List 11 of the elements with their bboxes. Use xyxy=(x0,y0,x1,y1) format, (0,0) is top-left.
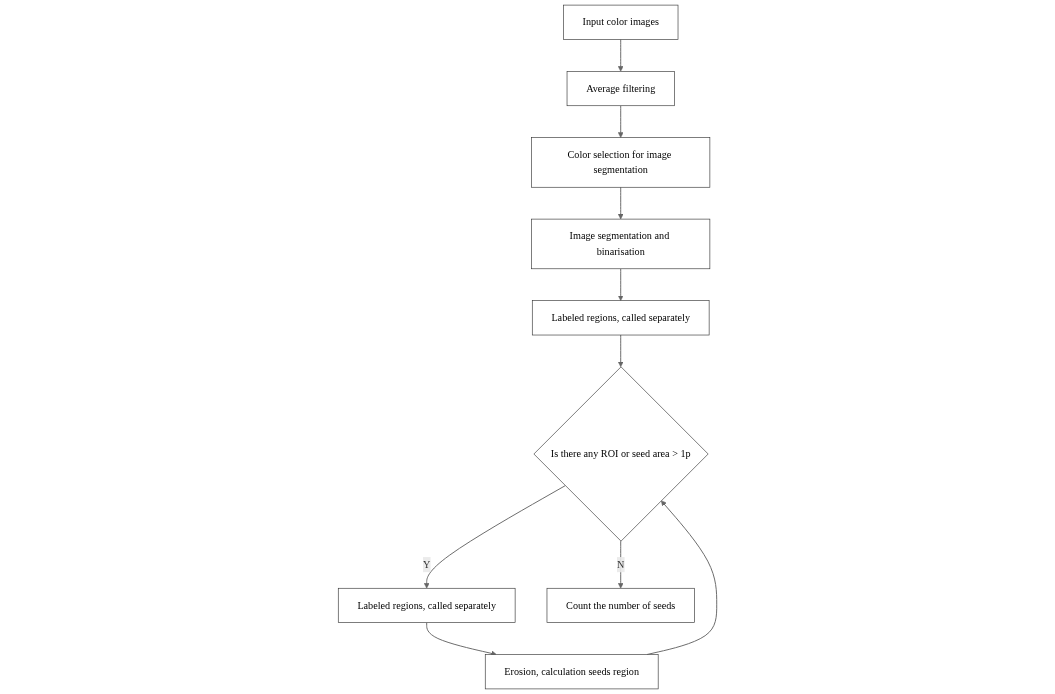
node-box: Input color images xyxy=(563,4,679,40)
node-box: Color selection for image segmentation xyxy=(531,137,711,188)
node-box: Labeled regions, called separately xyxy=(337,587,516,623)
node-box: Count the number of seeds xyxy=(546,587,695,623)
edge-label: Y xyxy=(423,558,431,570)
node-box: Average filtering xyxy=(566,71,675,107)
edge-label: N xyxy=(617,558,625,570)
node-box: Erosion, calculation seeds region xyxy=(484,654,659,690)
node-box: Labeled regions, called separately xyxy=(531,300,710,336)
node-diamond: Is there any ROI or seed area > 1p xyxy=(533,366,709,542)
node-box: Image segmentation and binarisation xyxy=(531,218,711,270)
